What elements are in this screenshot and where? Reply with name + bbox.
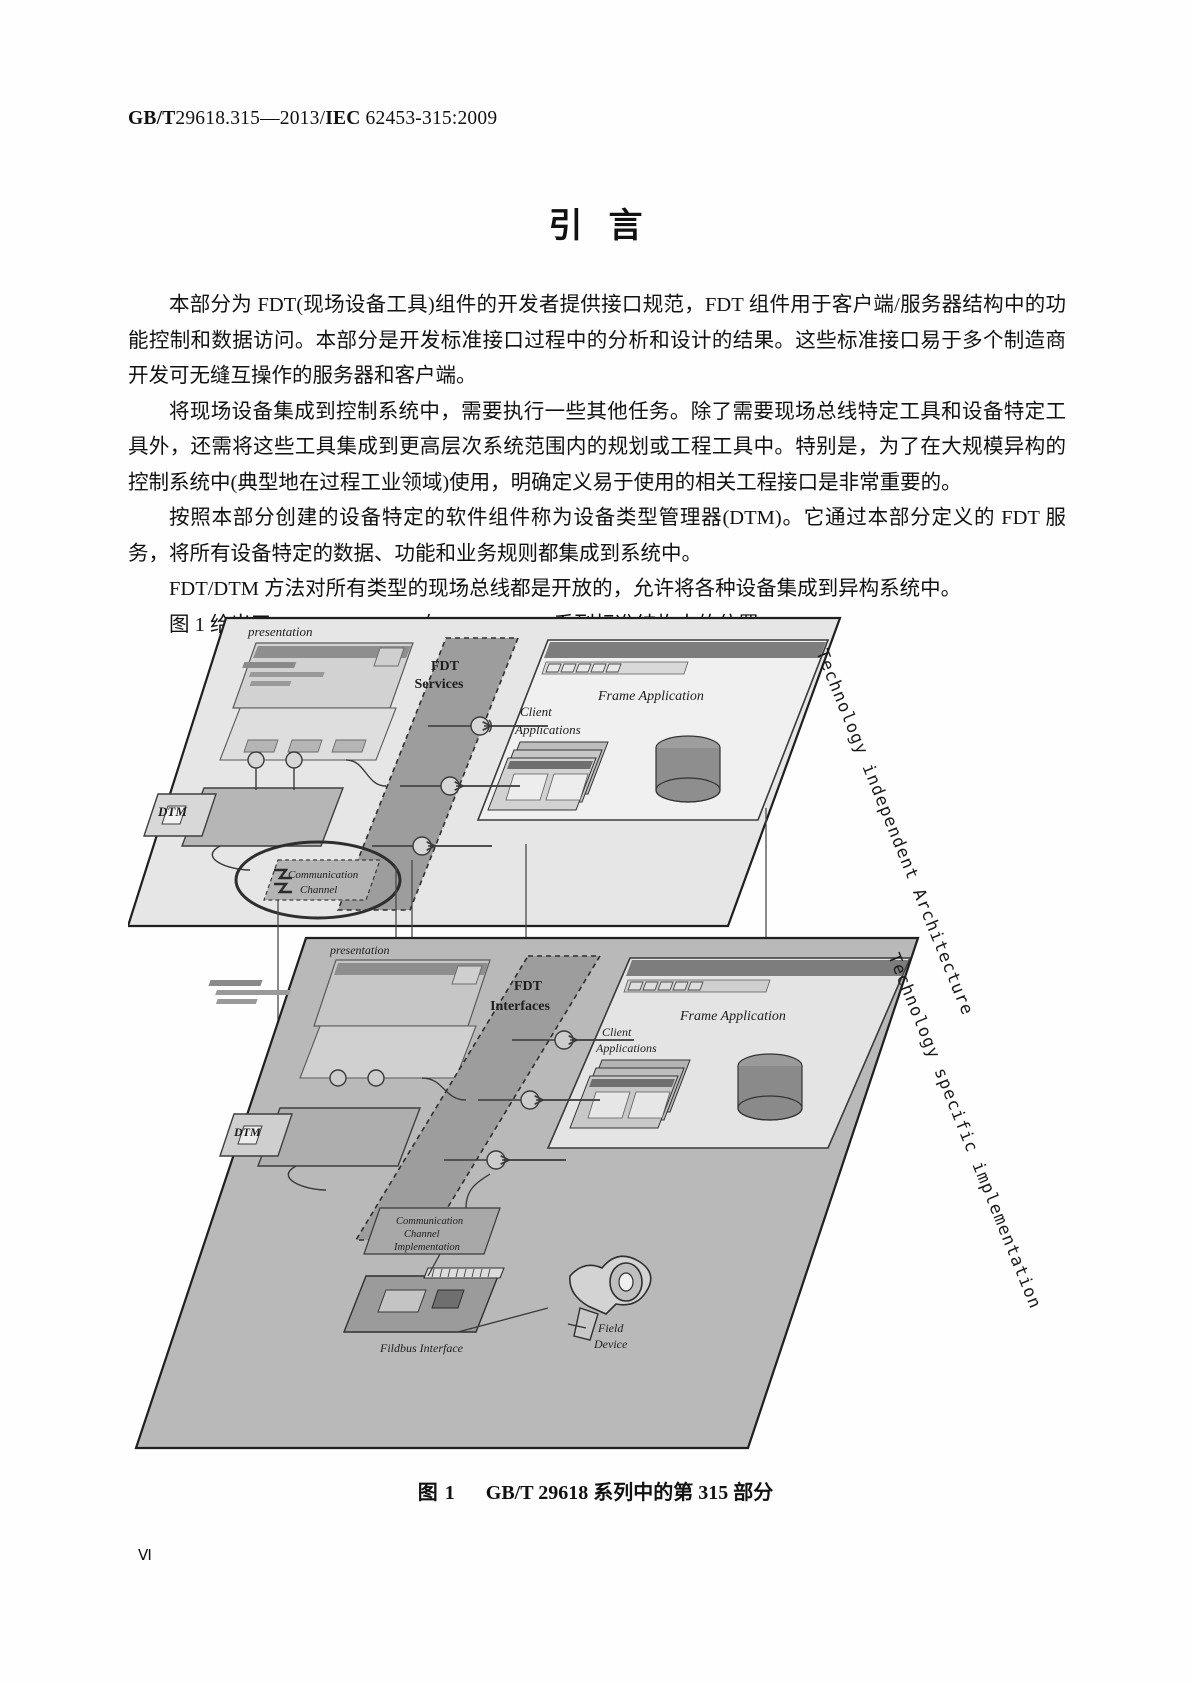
paragraph-4: FDT/DTM 方法对所有类型的现场总线都是开放的，允许将各种设备集成到异构系统… <box>169 578 962 600</box>
figure-caption: 图 1 GB/T 29618 系列中的第 315 部分 <box>0 1476 1191 1505</box>
upper-frame-application-window: Frame Application Client Applications <box>476 639 830 821</box>
lower-interface-connectors <box>287 1030 634 1191</box>
header-iec-number: 62453-315:2009 <box>360 108 498 129</box>
upper-dtm-block: DTM <box>143 787 345 847</box>
fieldbus-interface-label: Fildbus Interface <box>379 1341 464 1355</box>
header-standard-number: 29618.315—2013/ <box>175 108 326 129</box>
upper-database-cylinder <box>655 735 721 803</box>
lower-fdt-label-line1: FDT <box>514 979 543 994</box>
lower-presentation-label: presentation <box>329 943 390 957</box>
upper-client-applications-line1: Client <box>520 704 552 719</box>
lower-presentation-window: presentation <box>208 943 491 1079</box>
upper-plane: presentation DTM FDT Services <box>128 616 977 1018</box>
field-device-line1: Field <box>597 1321 624 1335</box>
lower-fdt-label-line2: Interfaces <box>490 999 550 1014</box>
field-device: Field Device <box>567 1255 652 1351</box>
upper-presentation-label: presentation <box>247 624 313 639</box>
upper-fdt-services-band: FDT Services <box>336 637 520 911</box>
lower-client-window-stack <box>569 1059 691 1129</box>
lower-plane: presentation DTM FDT Interfaces <box>134 936 1045 1450</box>
upper-fdt-label-line2: Services <box>415 677 465 692</box>
fieldbus-interface-card: Fildbus Interface <box>342 1267 505 1355</box>
upper-client-applications-line2: Applications <box>514 722 581 737</box>
paragraph-1: 本部分为 FDT(现场设备工具)组件的开发者提供接口规范，FDT 组件用于客户端… <box>128 294 1066 387</box>
header-standard-prefix: GB/T <box>128 108 176 129</box>
upper-presentation-window: presentation <box>219 624 414 761</box>
lower-plane-wiring <box>427 1173 549 1333</box>
upper-comm-channel-line2: Channel <box>300 884 337 896</box>
lower-comm-channel-line1: Communication <box>396 1216 463 1227</box>
paragraph-2: 将现场设备集成到控制系统中，需要执行一些其他任务。除了需要现场总线特定工具和设备… <box>128 400 1066 494</box>
paragraph-3: 按照本部分创建的设备特定的软件组件称为设备类型管理器(DTM)。它通过本部分定义… <box>128 507 1066 565</box>
page-number: Ⅵ <box>138 1548 152 1564</box>
header-iec-prefix: IEC <box>325 108 361 129</box>
lower-database-cylinder <box>737 1053 803 1121</box>
lower-frame-application-window: Frame Application Client Applications <box>546 957 912 1149</box>
lower-dtm-block: DTM <box>219 1107 422 1167</box>
body-text: 本部分为 FDT(现场设备工具)组件的开发者提供接口规范，FDT 组件用于客户端… <box>128 288 1066 643</box>
figure-1-graphic: presentation DTM FDT Services <box>128 616 1045 1450</box>
upper-interface-connectors <box>211 716 548 871</box>
figure-caption-text: GB/T 29618 系列中的第 315 部分 <box>485 1482 774 1504</box>
upper-client-window-stack <box>487 741 609 811</box>
lower-comm-channel-line2: Channel <box>404 1229 440 1240</box>
field-device-line2: Device <box>593 1337 628 1351</box>
figure-caption-label: 图 1 <box>417 1482 456 1504</box>
lower-dtm-label: DTM <box>233 1125 261 1139</box>
lower-fdt-interfaces-band: FDT Interfaces <box>354 955 602 1241</box>
upper-frame-application-label: Frame Application <box>597 689 704 704</box>
figure-1: presentation DTM FDT Services <box>128 608 1066 1453</box>
lower-comm-channel-line3: Implementation <box>393 1242 460 1253</box>
upper-fdt-label-line1: FDT <box>431 659 460 674</box>
lower-frame-application-label: Frame Application <box>679 1009 786 1024</box>
lower-client-applications-line2: Applications <box>595 1041 657 1055</box>
running-header: GB/T29618.315—2013/IEC 62453-315:2009 <box>128 108 497 130</box>
upper-communication-channel: Communication Channel <box>234 840 402 920</box>
upper-comm-channel-line1: Communication <box>288 869 359 881</box>
lower-client-applications-line1: Client <box>602 1025 632 1039</box>
upper-dtm-label: DTM <box>157 804 187 819</box>
lower-communication-channel-implementation: Communication Channel Implementation <box>363 1207 501 1255</box>
page-title: 引言 <box>548 206 669 246</box>
